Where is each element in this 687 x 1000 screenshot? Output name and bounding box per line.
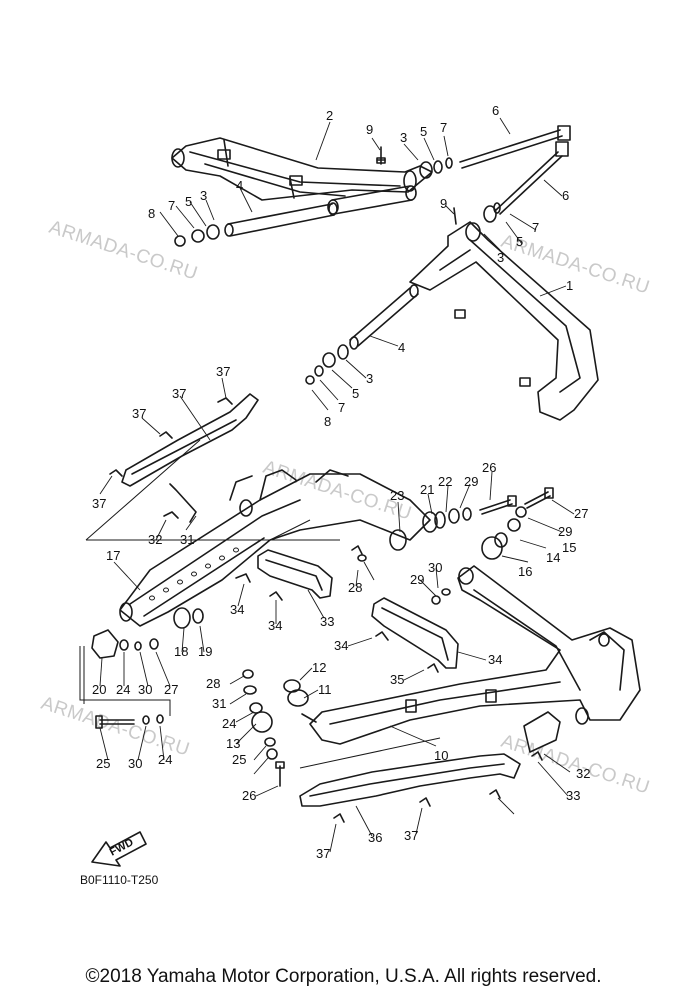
callout-6a: 6 (492, 103, 499, 118)
callout-5d: 5 (352, 386, 359, 401)
callout-19: 19 (198, 644, 212, 659)
callout-31b: 32 (576, 766, 590, 781)
callout-24d: 25 (232, 752, 246, 767)
callout-17: 17 (106, 548, 120, 563)
lower-left-hardware (79, 607, 204, 729)
callout-7a: 7 (440, 120, 447, 135)
callout-13: 13 (226, 736, 240, 751)
callout-30a: 30 (138, 682, 152, 697)
callout-28b: 29 (410, 572, 424, 587)
guards (121, 393, 521, 807)
collar-pipe-right (305, 284, 419, 385)
watermark-1: ARMADA-CO.RU (46, 217, 200, 285)
callout-26b: 27 (574, 506, 588, 521)
callout-25b: 26 (242, 788, 256, 803)
pivot-bolts (459, 125, 571, 215)
callout-26a: 26 (482, 460, 496, 475)
callout-36: 37 (172, 386, 186, 401)
callout-1: 1 (566, 278, 573, 293)
callout-22: 22 (438, 474, 452, 489)
callout-29b: 29 (558, 524, 572, 539)
callout-5b: 5 (185, 194, 192, 209)
mid-bushings (389, 487, 554, 560)
callout-32a: 32 (148, 532, 162, 547)
callout-27a: 27 (164, 682, 178, 697)
callout-35: 36 (368, 830, 382, 845)
callout-3b: 3 (200, 188, 207, 203)
ball-joint (242, 669, 317, 787)
assembly-lines (85, 439, 441, 769)
collar-pipe-left (224, 185, 417, 237)
callout-11: 11 (318, 682, 332, 697)
callout-30b: 30 (128, 756, 142, 771)
callout-3c: 3 (497, 250, 504, 265)
upper-arm-right (409, 202, 599, 421)
callouts: 1 2 3 3 3 3 4 4 5 5 5 5 6 6 7 7 7 7 8 8 … (92, 103, 590, 861)
callout-34c: 34 (334, 638, 348, 653)
watermark-4: ARMADA-CO.RU (38, 693, 192, 761)
callout-33a: 33 (320, 614, 334, 629)
callout-31a: 31 (180, 532, 194, 547)
callout-16: 16 (518, 564, 532, 579)
callout-24b: 24 (158, 752, 172, 767)
callout-3d: 3 (366, 371, 373, 386)
frame-holes (149, 547, 239, 601)
leader-lines (99, 117, 575, 853)
callout-29c: 30 (428, 560, 442, 575)
upper-bushings (174, 146, 453, 247)
callout-9a: 9 (366, 122, 373, 137)
callout-37a: 37 (216, 364, 230, 379)
callout-33b: 34 (488, 652, 502, 667)
callout-37c: 37 (92, 496, 106, 511)
callout-21: 21 (420, 482, 434, 497)
callout-4b: 4 (398, 340, 405, 355)
callout-30c: 31 (212, 696, 226, 711)
callout-24a: 24 (116, 682, 130, 697)
callout-37e: 37 (404, 828, 418, 843)
callout-7c: 7 (532, 220, 539, 235)
callout-23: 23 (390, 488, 404, 503)
callout-34a: 34 (230, 602, 244, 617)
callout-34d: 35 (390, 672, 404, 687)
callout-5a: 5 (420, 124, 427, 139)
callout-12: 12 (312, 660, 326, 675)
callout-6b: 6 (562, 188, 569, 203)
copyright-notice: ©2018 Yamaha Motor Corporation, U.S.A. A… (85, 966, 602, 987)
callout-28a: 28 (348, 580, 362, 595)
misc-bolts (109, 397, 561, 823)
callout-10: 10 (434, 748, 448, 763)
callout-37b: 37 (132, 406, 146, 421)
callout-32b: 33 (566, 788, 580, 803)
callout-37d: 37 (316, 846, 330, 861)
callout-14: 14 (546, 550, 560, 565)
callout-34b: 34 (268, 618, 282, 633)
callout-3a: 3 (400, 130, 407, 145)
callout-4a: 4 (236, 178, 243, 193)
fwd-label: FWD (108, 836, 136, 858)
callout-5c: 5 (516, 234, 523, 249)
callout-27b: 28 (206, 676, 220, 691)
upper-arm-left (171, 137, 433, 201)
lower-arm (119, 469, 431, 627)
callout-9b: 9 (440, 196, 447, 211)
callout-7b: 7 (168, 198, 175, 213)
callout-20: 20 (92, 682, 106, 697)
callout-7d: 7 (338, 400, 345, 415)
callout-25a: 25 (96, 756, 110, 771)
fwd-arrow: FWD (91, 831, 147, 867)
callout-24c: 24 (222, 716, 236, 731)
callout-29a: 29 (464, 474, 478, 489)
callout-8b: 8 (324, 414, 331, 429)
callout-18: 18 (174, 644, 188, 659)
callout-8a: 8 (148, 206, 155, 221)
lower-arm-long (309, 565, 641, 745)
figure-code: B0F1110-T250 (80, 873, 159, 887)
callout-2: 2 (326, 108, 333, 123)
callout-15: 15 (562, 540, 576, 555)
